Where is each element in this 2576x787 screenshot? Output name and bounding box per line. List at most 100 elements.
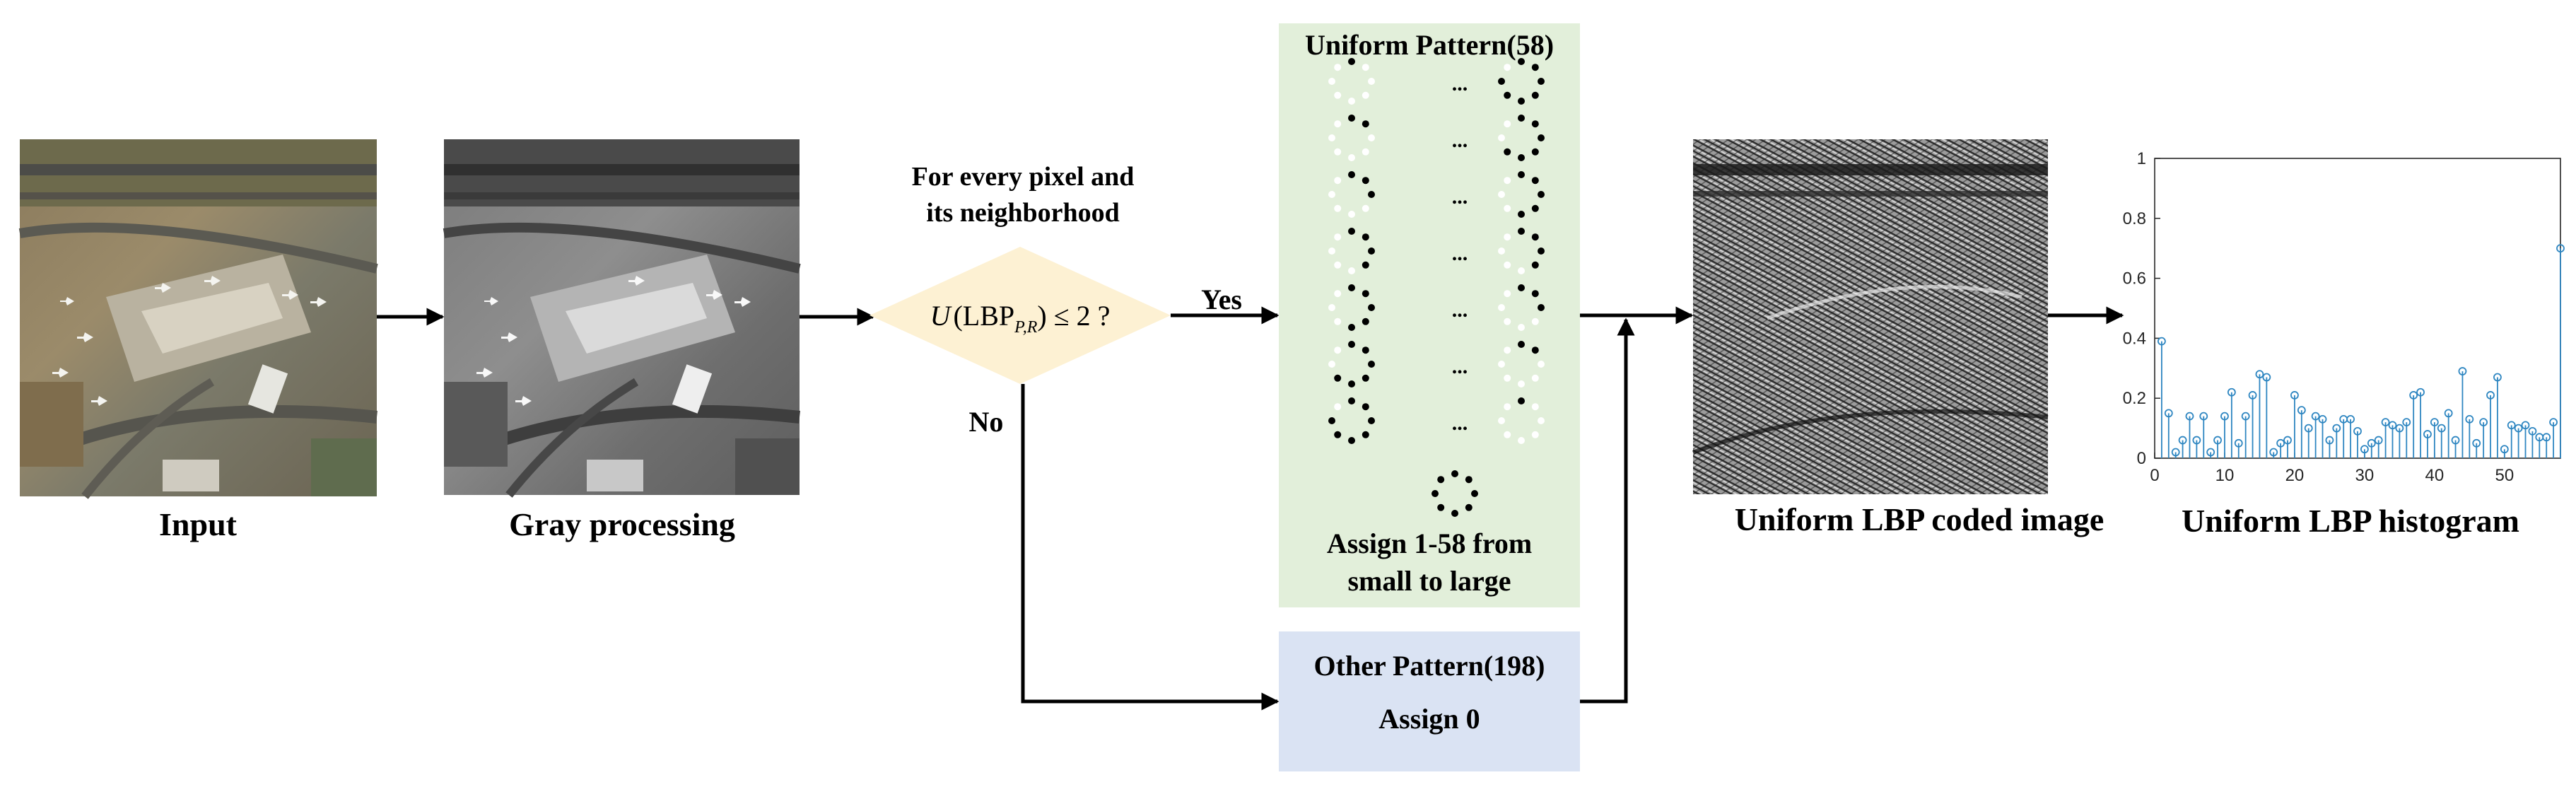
stem-marker bbox=[2465, 414, 2474, 424]
pattern-dot bbox=[1437, 476, 1445, 484]
stem-marker bbox=[2276, 438, 2285, 448]
input-label: Input bbox=[159, 506, 238, 542]
pattern-dot bbox=[1348, 380, 1355, 387]
pattern-dot bbox=[1362, 177, 1369, 185]
pattern-dot bbox=[1334, 403, 1342, 411]
stem-marker bbox=[2521, 421, 2530, 430]
pattern-dot bbox=[1518, 154, 1525, 161]
stem-marker bbox=[2423, 430, 2432, 438]
pattern-dot bbox=[1368, 247, 1375, 255]
pattern-dot bbox=[1531, 261, 1539, 269]
pattern-dot bbox=[1368, 134, 1375, 141]
pattern-dot bbox=[1504, 261, 1511, 269]
pattern-dot bbox=[1334, 261, 1342, 269]
pattern-dot bbox=[1348, 324, 1355, 331]
coded-label: Uniform LBP coded image bbox=[1735, 501, 2104, 537]
pattern-dot bbox=[1531, 317, 1539, 325]
x-tick-label: 10 bbox=[2215, 466, 2235, 485]
y-tick-label: 0.6 bbox=[2123, 269, 2146, 288]
stem-marker bbox=[2171, 448, 2180, 457]
pattern-dot bbox=[1498, 134, 1505, 141]
pattern-dot bbox=[1334, 290, 1342, 298]
pattern-dot bbox=[1328, 191, 1335, 198]
stem-marker bbox=[2241, 412, 2250, 421]
stem-marker bbox=[2430, 418, 2439, 427]
pattern-dot bbox=[1538, 304, 1545, 311]
stem-marker bbox=[2374, 436, 2383, 445]
ellipsis-1: ... bbox=[1452, 72, 1468, 95]
pattern-dot bbox=[1328, 78, 1335, 85]
stem-marker bbox=[2500, 445, 2509, 454]
histogram-title: Uniform LBP histogram bbox=[2182, 503, 2519, 539]
no-label: No bbox=[969, 406, 1004, 438]
pattern-dot bbox=[1362, 317, 1369, 325]
y-tick-label: 0.2 bbox=[2123, 389, 2146, 408]
stem-marker bbox=[2402, 418, 2411, 427]
pattern-dot bbox=[1368, 78, 1375, 85]
pattern-dot bbox=[1362, 403, 1369, 411]
pattern-dot bbox=[1465, 476, 1473, 484]
pattern-dot bbox=[1328, 134, 1335, 141]
stem-marker bbox=[2458, 367, 2467, 375]
pattern-dot bbox=[1334, 148, 1342, 156]
x-tick-label: 20 bbox=[2285, 466, 2305, 485]
pattern-dot bbox=[1531, 346, 1539, 354]
stem-marker bbox=[2542, 433, 2551, 442]
pattern-dot bbox=[1334, 204, 1342, 212]
pattern-dot bbox=[1362, 148, 1369, 156]
stem-marker bbox=[2409, 391, 2418, 400]
pattern-dot bbox=[1328, 304, 1335, 311]
pattern-dot bbox=[1334, 91, 1342, 99]
pattern-dot bbox=[1538, 247, 1545, 255]
pattern-dot bbox=[1531, 148, 1539, 156]
pattern-dot bbox=[1348, 267, 1355, 274]
stem-marker bbox=[2528, 426, 2537, 436]
pattern-dot bbox=[1465, 503, 1473, 511]
stem-marker bbox=[2213, 436, 2222, 445]
pattern-dot bbox=[1368, 304, 1375, 311]
pattern-dot bbox=[1504, 91, 1511, 99]
decision-heading-line2: its neighborhood bbox=[926, 198, 1119, 228]
pattern-dot bbox=[1498, 191, 1505, 198]
stem-marker bbox=[2318, 414, 2327, 424]
pattern-dot bbox=[1538, 361, 1545, 368]
y-tick-label: 1 bbox=[2137, 149, 2146, 168]
stem-marker bbox=[2381, 418, 2390, 427]
stem-marker bbox=[2192, 436, 2201, 445]
plot-frame bbox=[2154, 158, 2561, 459]
pattern-dot bbox=[1504, 374, 1511, 382]
pattern-dot bbox=[1504, 120, 1511, 128]
pattern-dot bbox=[1504, 346, 1511, 354]
input-image bbox=[18, 139, 378, 499]
stem-marker bbox=[2234, 438, 2243, 448]
x-tick-label: 30 bbox=[2355, 466, 2375, 485]
pattern-dot bbox=[1531, 431, 1539, 438]
ellipsis-6: ... bbox=[1452, 355, 1468, 378]
pattern-dot bbox=[1334, 233, 1342, 241]
uniform-pattern-dots bbox=[1328, 58, 1545, 517]
ellipsis-4: ... bbox=[1452, 242, 1468, 265]
pattern-dot bbox=[1518, 267, 1525, 274]
y-tick-label: 0.4 bbox=[2123, 329, 2146, 348]
stem-marker bbox=[2206, 448, 2215, 457]
pattern-dot bbox=[1348, 284, 1355, 291]
pattern-dot bbox=[1518, 284, 1525, 291]
pattern-dot bbox=[1518, 324, 1525, 331]
stem-marker bbox=[2388, 421, 2397, 430]
stem-marker bbox=[2283, 436, 2292, 445]
pattern-dot bbox=[1518, 58, 1525, 65]
pattern-dot bbox=[1348, 154, 1355, 161]
stem-marker bbox=[2395, 424, 2404, 433]
stem-marker bbox=[2549, 418, 2558, 427]
other-pattern-assign: Assign 0 bbox=[1378, 703, 1480, 735]
stem-marker bbox=[2556, 244, 2565, 253]
stem-marker bbox=[2220, 412, 2229, 421]
uniform-assign-line2: small to large bbox=[1347, 565, 1511, 597]
decision-heading-line1: For every pixel and bbox=[912, 162, 1135, 192]
pattern-dot bbox=[1518, 228, 1525, 235]
stem-marker bbox=[2185, 412, 2194, 421]
pattern-dot bbox=[1504, 177, 1511, 185]
pattern-dot bbox=[1531, 204, 1539, 212]
pattern-dot bbox=[1538, 78, 1545, 85]
